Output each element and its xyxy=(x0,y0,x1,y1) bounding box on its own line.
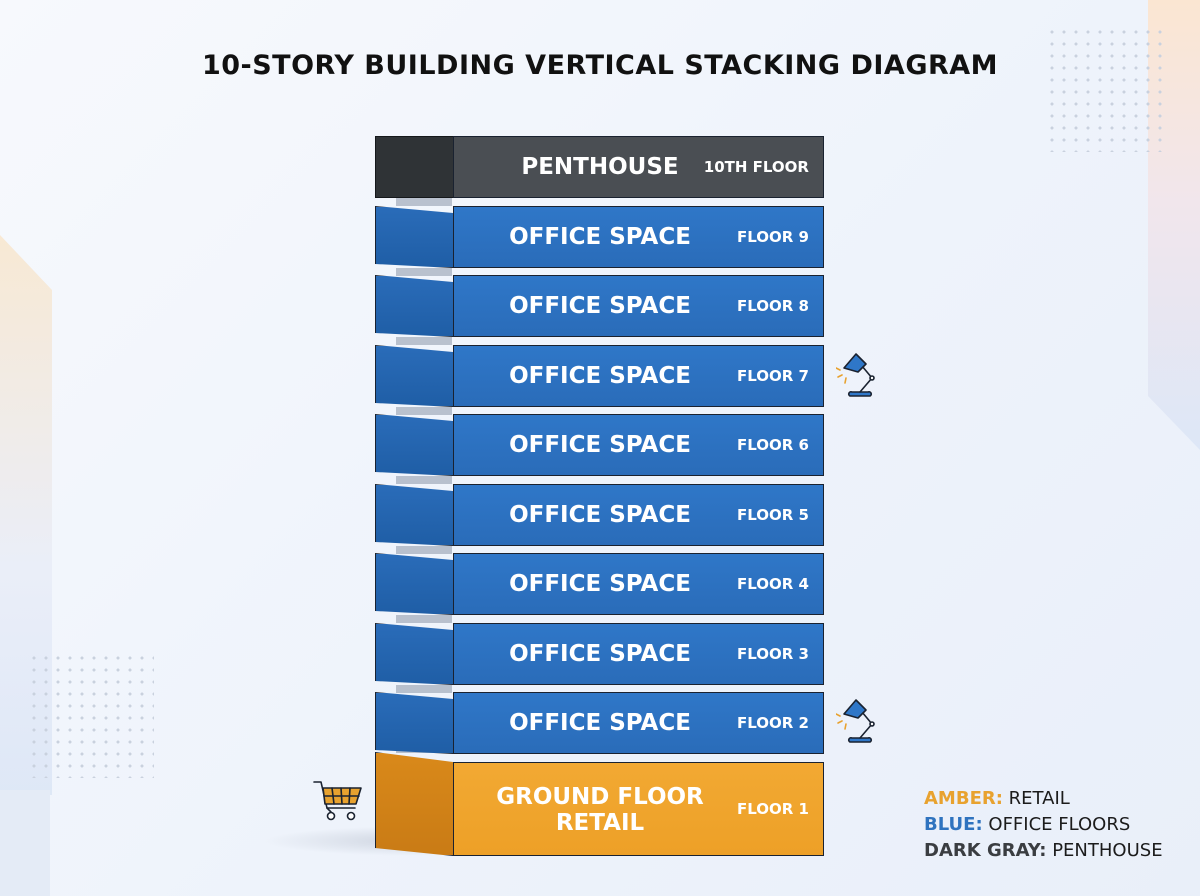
floor-connector xyxy=(396,685,452,693)
shopping-cart-icon xyxy=(313,781,362,821)
floor-number: FLOOR 7 xyxy=(737,367,809,385)
floor-connector xyxy=(396,268,452,276)
floor-name: OFFICE SPACE xyxy=(509,502,691,528)
legend-key: AMBER: xyxy=(924,788,1003,809)
floor-10-penthouse: PENTHOUSE 10TH FLOOR xyxy=(375,136,824,198)
legend-value: RETAIL xyxy=(1008,788,1070,809)
floor-number: FLOOR 5 xyxy=(737,506,809,524)
floor-number: FLOOR 9 xyxy=(737,228,809,246)
floor-number: FLOOR 1 xyxy=(737,800,809,818)
floor-3-office: OFFICE SPACE FLOOR 3 xyxy=(375,623,824,685)
floor-connector xyxy=(396,198,452,206)
floor-connector xyxy=(396,337,452,345)
floor-side-face xyxy=(375,553,453,615)
floor-name: OFFICE SPACE xyxy=(509,571,691,597)
floor-4-office: OFFICE SPACE FLOOR 4 xyxy=(375,553,824,615)
floor-8-office: OFFICE SPACE FLOOR 8 xyxy=(375,275,824,337)
floor-front-face: OFFICE SPACE FLOOR 9 xyxy=(453,206,824,268)
floor-number: FLOOR 4 xyxy=(737,575,809,593)
floor-front-face: OFFICE SPACE FLOOR 7 xyxy=(453,345,824,407)
floor-9-office: OFFICE SPACE FLOOR 9 xyxy=(375,206,824,268)
floor-front-face: OFFICE SPACE FLOOR 5 xyxy=(453,484,824,546)
legend: AMBER: RETAIL BLUE: OFFICE FLOORS DARK G… xyxy=(924,786,1163,864)
floor-2-office: OFFICE SPACE FLOOR 2 xyxy=(375,692,824,754)
floor-number: 10TH FLOOR xyxy=(703,158,809,176)
floor-7-office: OFFICE SPACE FLOOR 7 xyxy=(375,345,824,407)
floor-side-face xyxy=(375,136,453,198)
floor-side-face xyxy=(375,206,453,268)
legend-item-penthouse: DARK GRAY: PENTHOUSE xyxy=(924,838,1163,864)
floor-number: FLOOR 3 xyxy=(737,645,809,663)
floor-name-line-2: RETAIL xyxy=(555,810,645,836)
floor-connector xyxy=(396,615,452,623)
floor-6-office: OFFICE SPACE FLOOR 6 xyxy=(375,414,824,476)
floor-front-face: OFFICE SPACE FLOOR 8 xyxy=(453,275,824,337)
floor-front-face: OFFICE SPACE FLOOR 2 xyxy=(453,692,824,754)
floor-side-face xyxy=(375,752,453,856)
floor-name: PENTHOUSE xyxy=(521,154,679,180)
floor-side-face xyxy=(375,484,453,546)
floor-side-face xyxy=(375,275,453,337)
floor-name: OFFICE SPACE xyxy=(509,363,691,389)
floor-name: OFFICE SPACE xyxy=(509,641,691,667)
floor-front-face: PENTHOUSE 10TH FLOOR xyxy=(453,136,824,198)
diagram-title: 10-STORY BUILDING VERTICAL STACKING DIAG… xyxy=(201,50,999,81)
legend-value: OFFICE FLOORS xyxy=(988,814,1131,835)
floor-front-face: OFFICE SPACE FLOOR 4 xyxy=(453,553,824,615)
floor-name: OFFICE SPACE xyxy=(509,224,691,250)
floor-number: FLOOR 8 xyxy=(737,297,809,315)
floor-connector xyxy=(396,407,452,415)
floor-side-face xyxy=(375,692,453,754)
background-left-panel xyxy=(0,790,50,896)
floor-1-retail: GROUND FLOOR RETAIL FLOOR 1 xyxy=(375,752,824,856)
floor-front-face: OFFICE SPACE FLOOR 6 xyxy=(453,414,824,476)
floor-connector xyxy=(396,476,452,484)
legend-value: PENTHOUSE xyxy=(1052,840,1163,861)
legend-key: DARK GRAY: xyxy=(924,840,1047,861)
floor-front-face: GROUND FLOOR RETAIL FLOOR 1 xyxy=(453,762,824,856)
floor-front-face: OFFICE SPACE FLOOR 3 xyxy=(453,623,824,685)
desk-lamp-icon xyxy=(836,699,875,743)
floor-number: FLOOR 6 xyxy=(737,436,809,454)
dot-pattern-bottom-left xyxy=(28,652,154,778)
floor-name: OFFICE SPACE xyxy=(509,293,691,319)
floor-name-line-1: GROUND FLOOR xyxy=(496,784,704,810)
dot-pattern-top-right xyxy=(1046,26,1166,152)
desk-lamp-icon xyxy=(836,353,875,397)
floor-side-face xyxy=(375,345,453,407)
floor-side-face xyxy=(375,414,453,476)
floor-side-face xyxy=(375,623,453,685)
legend-item-office: BLUE: OFFICE FLOORS xyxy=(924,812,1163,838)
legend-item-retail: AMBER: RETAIL xyxy=(924,786,1163,812)
legend-key: BLUE: xyxy=(924,814,983,835)
floor-name: OFFICE SPACE xyxy=(509,432,691,458)
floor-5-office: OFFICE SPACE FLOOR 5 xyxy=(375,484,824,546)
floor-name: OFFICE SPACE xyxy=(509,710,691,736)
floor-connector xyxy=(396,546,452,554)
floor-number: FLOOR 2 xyxy=(737,714,809,732)
